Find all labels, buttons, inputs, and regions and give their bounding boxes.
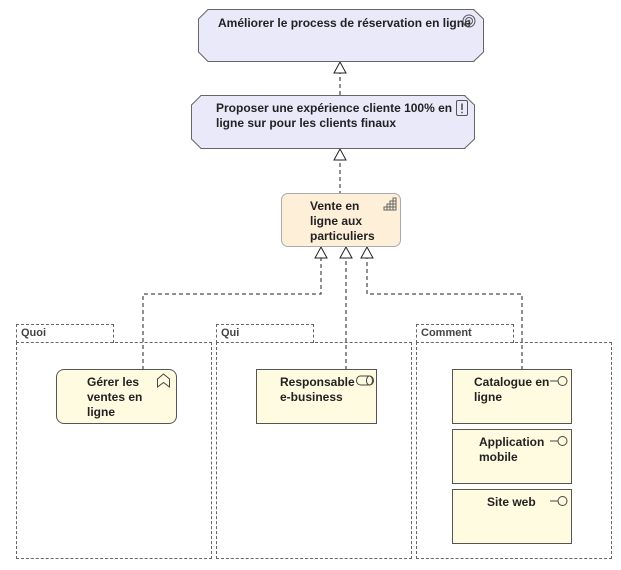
arrowhead-value-stream-left bbox=[314, 245, 328, 259]
goal-target-icon bbox=[462, 14, 476, 28]
interface-lollipop-icon bbox=[550, 496, 568, 506]
service-catalogue-label-line1: Catalogue en bbox=[474, 375, 550, 389]
group-tab-comment[interactable]: Comment bbox=[416, 324, 514, 343]
role-label-line1: Responsable bbox=[280, 375, 355, 389]
group-tab-qui[interactable]: Qui bbox=[216, 324, 314, 343]
arrowhead-value-stream-center bbox=[339, 245, 353, 259]
interface-lollipop-icon bbox=[550, 376, 568, 386]
function-chevron-icon bbox=[157, 373, 170, 388]
service-node-site-web[interactable]: Site web bbox=[452, 489, 572, 544]
principle-exclamation-icon bbox=[456, 100, 468, 116]
goal-top-label: Améliorer le process de réservation en l… bbox=[218, 16, 471, 30]
arrowhead-goal-mid bbox=[333, 147, 347, 161]
interface-lollipop-icon bbox=[550, 436, 568, 446]
capability-label-line2: ventes en bbox=[87, 390, 143, 404]
capability-label-line3: ligne bbox=[87, 405, 116, 419]
value-stream-label-line2: ligne aux bbox=[310, 214, 363, 228]
value-stream-node[interactable]: Vente en ligne aux particuliers bbox=[281, 193, 401, 247]
service-app-label-line2: mobile bbox=[479, 450, 518, 464]
group-qui[interactable] bbox=[216, 342, 412, 559]
service-node-application-mobile[interactable]: Application mobile bbox=[452, 429, 572, 484]
capability-label-line1: Gérer les bbox=[87, 375, 140, 389]
role-cylinder-icon bbox=[356, 375, 374, 386]
service-app-label-line1: Application bbox=[479, 435, 545, 449]
goal-node-mid[interactable]: Proposer une expérience cliente 100% en … bbox=[191, 95, 475, 149]
arrowhead-goal-top bbox=[333, 60, 347, 74]
service-site-label-line1: Site web bbox=[487, 495, 536, 509]
group-tab-quoi[interactable]: Quoi bbox=[16, 324, 114, 343]
capability-node[interactable]: Gérer les ventes en ligne bbox=[56, 369, 177, 424]
group-title-quoi: Quoi bbox=[21, 327, 47, 339]
service-node-catalogue[interactable]: Catalogue en ligne bbox=[452, 369, 572, 424]
group-title-comment: Comment bbox=[421, 327, 472, 339]
value-stream-label-line3: particuliers bbox=[310, 229, 375, 243]
goal-mid-label-line2: ligne sur pour les clients finaux bbox=[216, 116, 397, 130]
goal-mid-outline bbox=[191, 95, 475, 149]
group-quoi[interactable] bbox=[16, 342, 212, 559]
connector-capability-to-value-stream bbox=[142, 258, 322, 370]
group-comment[interactable] bbox=[416, 342, 612, 559]
goal-top-outline bbox=[198, 9, 484, 62]
group-title-qui: Qui bbox=[221, 327, 240, 339]
service-catalogue-label-line2: ligne bbox=[474, 390, 503, 404]
stairs-icon bbox=[383, 197, 397, 211]
role-label-line2: e-business bbox=[280, 390, 343, 404]
goal-mid-label-line1: Proposer une expérience cliente 100% en bbox=[216, 101, 453, 115]
arrowhead-value-stream-right bbox=[360, 245, 374, 259]
connector-service-to-value-stream bbox=[366, 258, 523, 370]
value-stream-label-line1: Vente en bbox=[310, 199, 360, 213]
